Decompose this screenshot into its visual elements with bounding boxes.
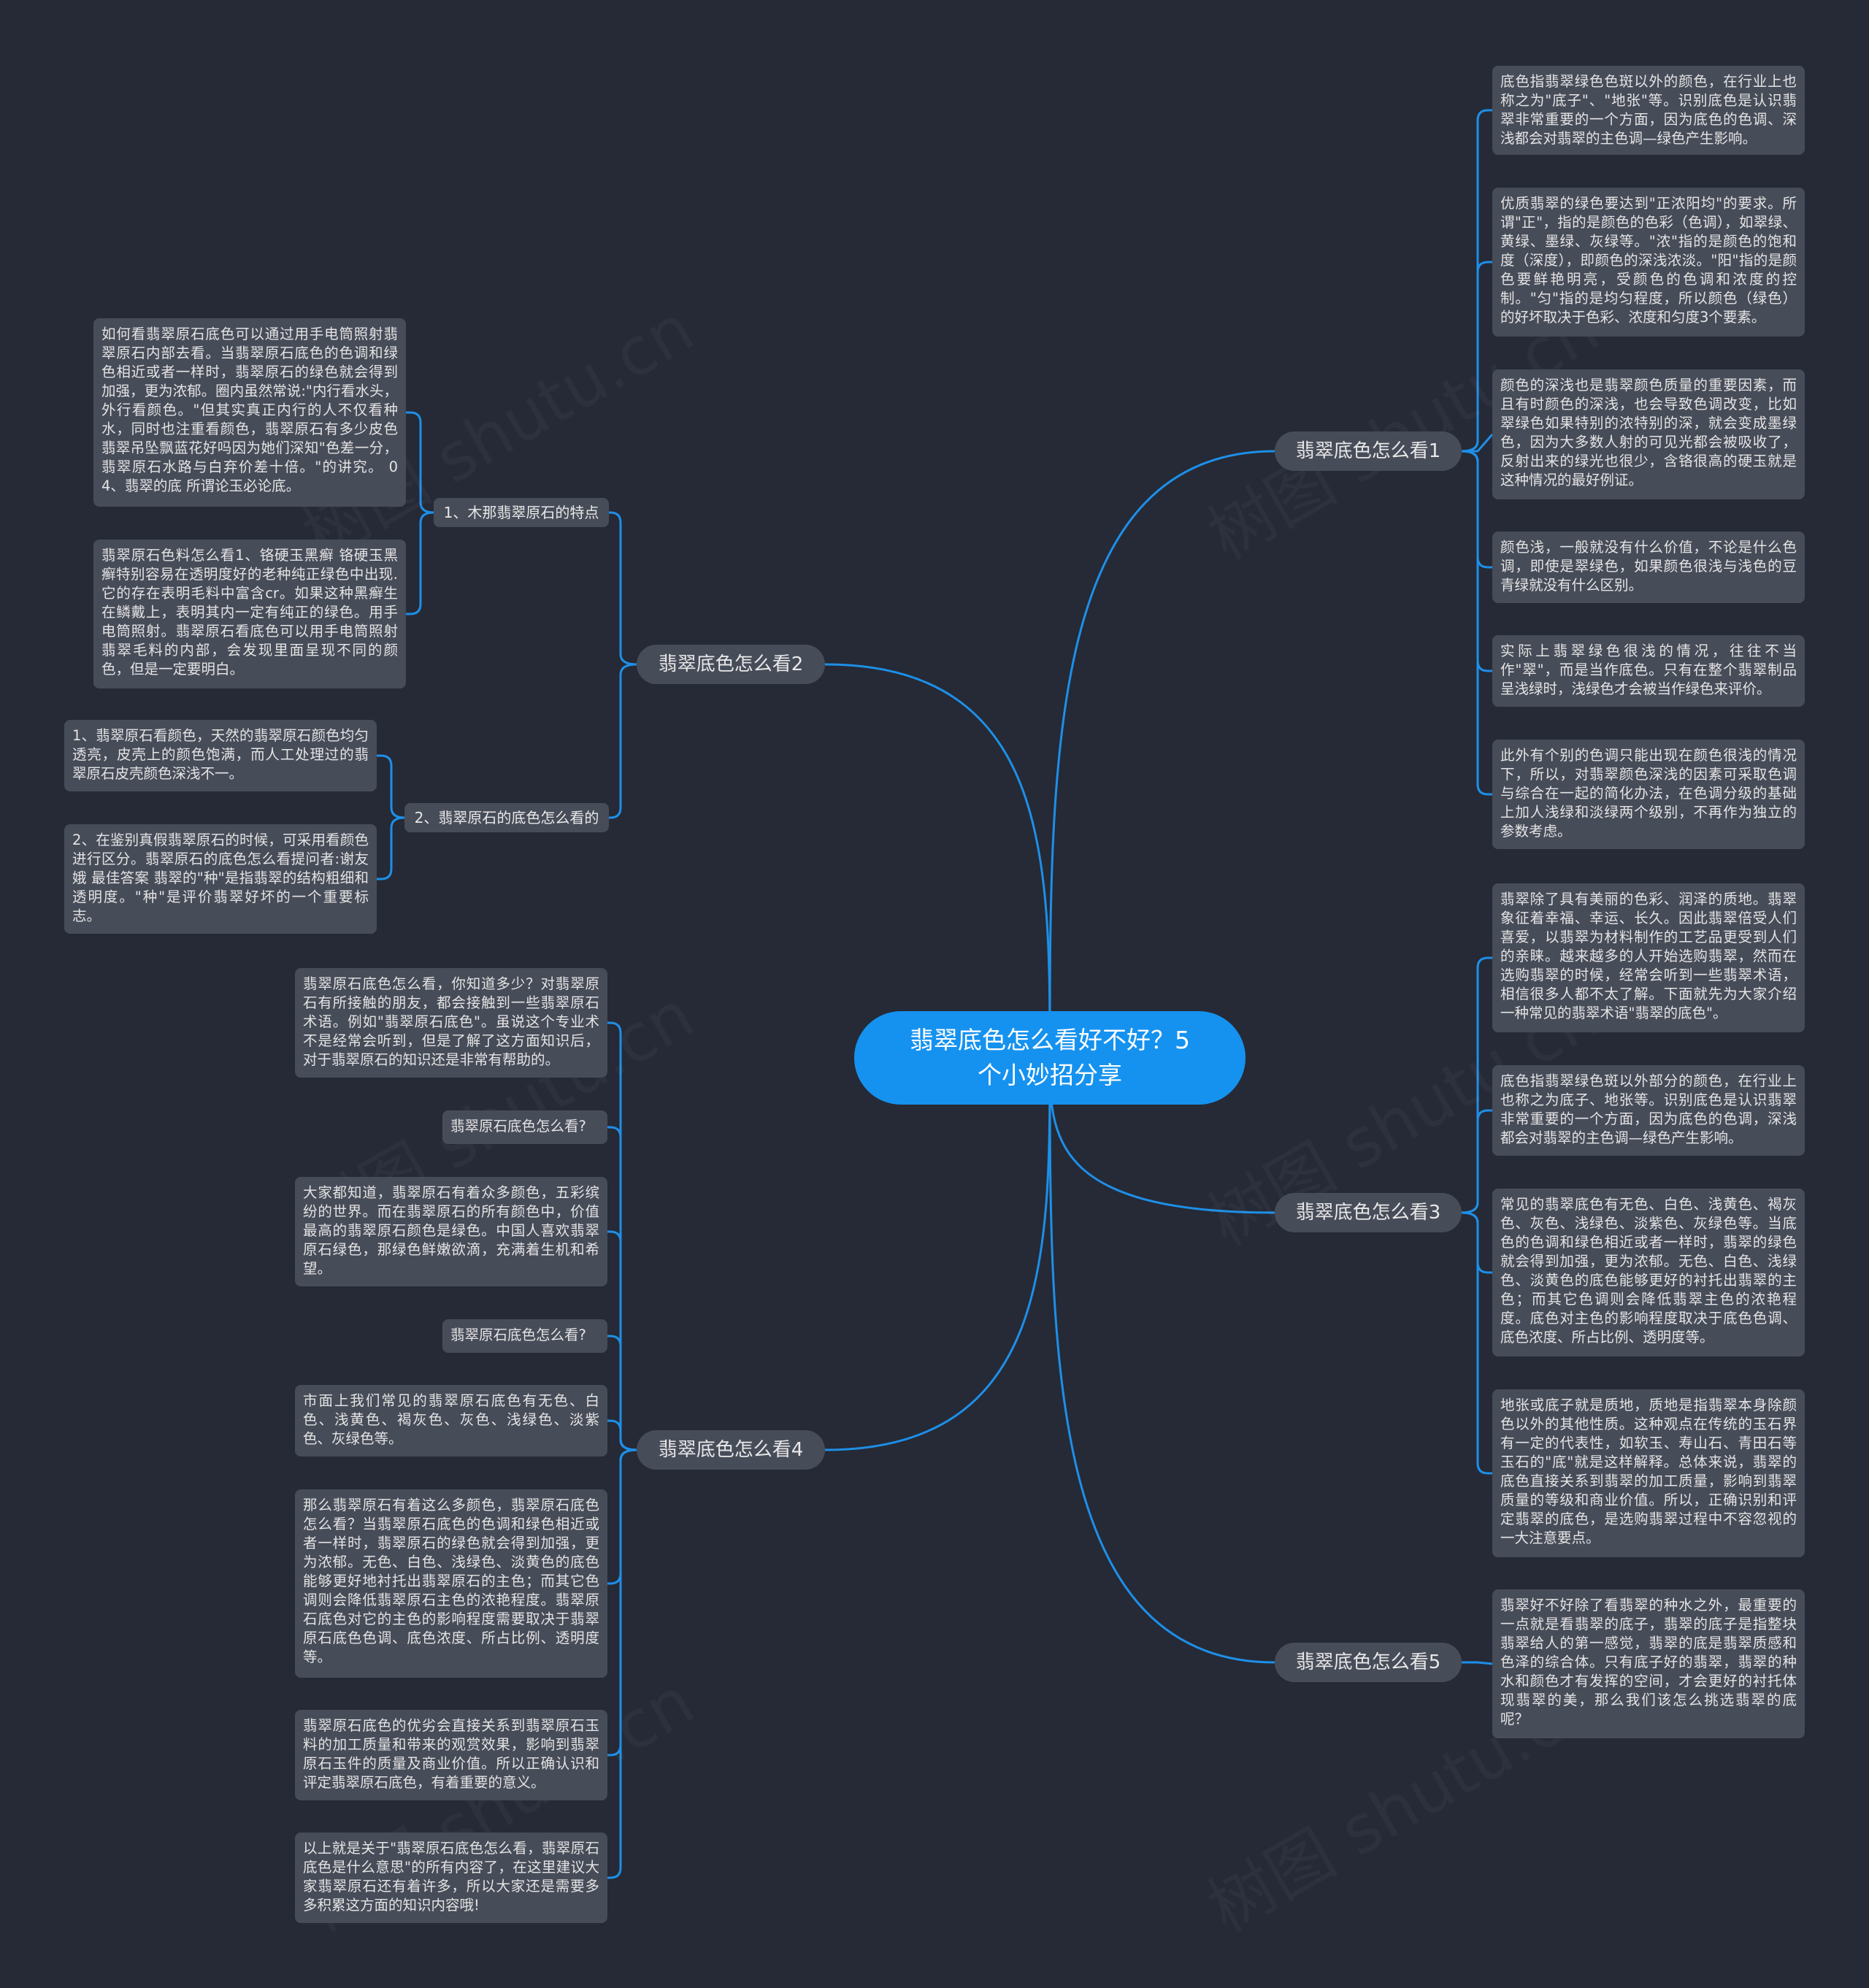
b4-leaf-2: 翡翠原石底色怎么看? xyxy=(442,1110,607,1144)
b4-leaf-1: 翡翠原石底色怎么看，你知道多少？对翡翠原石有所接触的朋友，都会接触到一些翡翠原石… xyxy=(295,968,607,1078)
link-branch-1-b1-leaf-2 xyxy=(1461,261,1492,453)
link-branch-4-b4-leaf-2 xyxy=(607,1126,637,1451)
b2-leaf-2: 翡翠原石色料怎么看1、铬硬玉黑癣 铬硬玉黑癣特别容易在透明度好的老种纯正绿色中出… xyxy=(93,540,406,688)
link-root-branch-1 xyxy=(1048,450,1275,1059)
subtopic-muna-features[interactable]: 1、木那翡翠原石的特点 xyxy=(434,498,609,527)
link-subtopic-how-to-see-base-color-b2-leaf-3 xyxy=(377,754,405,819)
branch-3[interactable]: 翡翠底色怎么看3 xyxy=(1275,1193,1462,1232)
link-branch-2-subtopic-muna-features xyxy=(609,511,637,666)
branch-2[interactable]: 翡翠底色怎么看2 xyxy=(637,645,825,684)
b4-leaf-7: 翡翠原石底色的优劣会直接关系到翡翠原石玉料的加工质量和带来的观赏效果，影响到翡翠… xyxy=(295,1710,607,1800)
b4-leaf-8: 以上就是关于"翡翠原石底色怎么看，翡翠原石底色是什么意思"的所有内容了，在这里建… xyxy=(295,1832,607,1923)
b4-leaf-3: 大家都知道，翡翠原石有着众多颜色，五彩缤纷的世界。而在翡翠原石的所有颜色中，价值… xyxy=(295,1177,607,1286)
b3-leaf-1: 翡翠除了具有美丽的色彩、润泽的质地。翡翠象征着幸福、幸运、长久。因此翡翠倍受人们… xyxy=(1492,883,1805,1032)
subtopic-how-to-see-base-color[interactable]: 2、翡翠原石的底色怎么看的 xyxy=(404,803,609,832)
link-subtopic-how-to-see-base-color-b2-leaf-4 xyxy=(377,816,405,880)
b1-leaf-1: 底色指翡翠绿色色斑以外的颜色，在行业上也称之为"底子"、"地张"等。识别底色是认… xyxy=(1492,66,1805,155)
b1-leaf-5: 实际上翡翠绿色很浅的情况，往往不当作"翠"，而是当作底色。只有在整个翡翠制品呈浅… xyxy=(1492,635,1805,707)
b4-leaf-6: 那么翡翠原石有着这么多颜色，翡翠原石底色怎么看？当翡翠原石底色的色调和绿色相近或… xyxy=(295,1489,607,1678)
link-root-branch-5 xyxy=(1048,1057,1275,1664)
link-subtopic-muna-features-b2-leaf-2 xyxy=(406,511,434,615)
link-branch-2-subtopic-how-to-see-base-color xyxy=(609,663,637,819)
b1-leaf-6: 此外有个别的色调只能出现在颜色很浅的情况下，所以，对翡翠颜色深浅的因素可采取色调… xyxy=(1492,740,1805,849)
b2-leaf-1: 如何看翡翠原石底色可以通过用手电筒照射翡翠原石内部去看。当翡翠原石底色的色调和绿… xyxy=(93,318,406,507)
link-branch-4-b4-leaf-5 xyxy=(607,1419,637,1451)
b1-leaf-3: 颜色的深浅也是翡翠颜色质量的重要因素，而且有时颜色的深浅，也会导致色调改变，比如… xyxy=(1492,369,1805,499)
link-root-branch-2 xyxy=(824,663,1051,1059)
b2-leaf-4: 2、在鉴别真假翡翠原石的时候，可采用看颜色进行区分。翡翠原石的底色怎么看提问者:… xyxy=(64,824,377,934)
b4-leaf-4: 翡翠原石底色怎么看? xyxy=(442,1319,607,1353)
root-topic[interactable]: 翡翠底色怎么看好不好？5个小妙招分享 xyxy=(854,1011,1246,1105)
link-branch-1-b1-leaf-6 xyxy=(1461,450,1492,796)
b2-leaf-3: 1、翡翠原石看颜色，天然的翡翠原石颜色均匀透亮，皮壳上的颜色饱满，而人工处理过的… xyxy=(64,720,377,791)
root-topic-label: 翡翠底色怎么看好不好？5个小妙招分享 xyxy=(910,1026,1190,1089)
link-branch-3-b3-leaf-2 xyxy=(1461,1109,1492,1214)
b3-leaf-3: 常见的翡翠底色有无色、白色、浅黄色、褐灰色、灰色、浅绿色、淡紫色、灰绿色等。当底… xyxy=(1492,1189,1805,1356)
branch-5[interactable]: 翡翠底色怎么看5 xyxy=(1275,1643,1462,1682)
link-branch-5-b5-leaf-1 xyxy=(1462,1661,1493,1665)
link-branch-4-b4-leaf-8 xyxy=(607,1448,637,1879)
b3-leaf-4: 地张或底子就是质地，质地是指翡翠本身除颜色以外的其他性质。这种观点在传统的玉石界… xyxy=(1492,1389,1805,1557)
link-branch-3-b3-leaf-4 xyxy=(1461,1211,1492,1475)
link-subtopic-muna-features-b2-leaf-1 xyxy=(406,411,434,514)
branch-1[interactable]: 翡翠底色怎么看1 xyxy=(1275,431,1462,471)
b3-leaf-2: 底色指翡翠绿色斑以外部分的颜色，在行业上也称之为底子、地张等。识别底色是认识翡翠… xyxy=(1492,1065,1805,1156)
link-root-branch-4 xyxy=(824,1057,1051,1451)
b1-leaf-2: 优质翡翠的绿色要达到"正浓阳均"的要求。所谓"正"，指的是颜色的色彩（色调），如… xyxy=(1492,188,1805,337)
link-branch-4-b4-leaf-3 xyxy=(607,1230,637,1451)
b4-leaf-5: 市面上我们常见的翡翠原石底色有无色、白色、浅黄色、褐灰色、灰色、浅绿色、淡紫色、… xyxy=(295,1385,607,1457)
branch-4[interactable]: 翡翠底色怎么看4 xyxy=(637,1430,825,1470)
link-branch-4-b4-leaf-4 xyxy=(607,1335,637,1451)
b1-leaf-4: 颜色浅，一般就没有什么价值，不论是什么色调，即使是翠绿色，如果颜色很浅与浅色的豆… xyxy=(1492,531,1805,603)
b5-leaf-1: 翡翠好不好除了看翡翠的种水之外，最重要的一点就是看翡翠的底子，翡翠的底子是指整块… xyxy=(1492,1589,1805,1738)
link-branch-4-b4-leaf-6 xyxy=(607,1448,637,1585)
